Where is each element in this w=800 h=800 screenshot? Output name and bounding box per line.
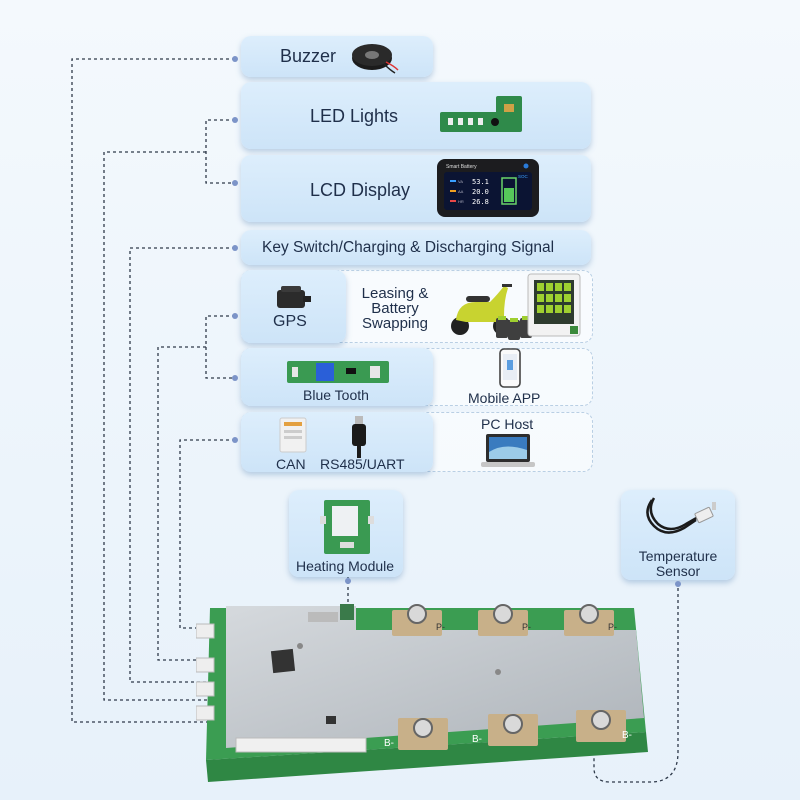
screw-hole — [297, 643, 303, 649]
led-lights-label: LED Lights — [310, 106, 399, 126]
gps-module-icon — [277, 286, 311, 308]
terminal-p-label: P- — [608, 622, 617, 632]
heating-port — [340, 604, 354, 620]
pc-host-label: PC Host — [481, 416, 534, 432]
heating-board-icon — [320, 500, 374, 554]
lcd-side-tag: SOC — [518, 174, 529, 179]
can-connector-icon — [279, 417, 307, 453]
mobile-phone-icon — [499, 348, 521, 388]
lcd-value-2: 26.8 — [472, 198, 489, 206]
temperature-sensor-label: Temperature Sensor — [630, 549, 726, 579]
junction-dot — [345, 578, 351, 584]
bluetooth-board-icon — [287, 361, 389, 383]
wire-temperature — [593, 582, 679, 783]
junction-dot — [232, 245, 238, 251]
screw-hole — [495, 669, 501, 675]
temperature-sensor-icon — [646, 497, 716, 534]
lcd-value-1: 20.0 — [472, 188, 489, 196]
p-terminals: P- P- P- — [392, 604, 617, 636]
wire-gps-bt-bracket — [205, 315, 235, 379]
wire-led-lcd-bracket — [205, 119, 235, 184]
wire-comm — [157, 346, 210, 661]
leasing-line-1: Leasing & — [361, 285, 429, 302]
leasing-line-2: Battery — [371, 300, 419, 317]
rs485-label: RS485/UART — [320, 456, 405, 472]
heatsink-plate — [226, 606, 644, 748]
junction-dot — [232, 375, 238, 381]
port-block — [308, 612, 338, 622]
junction-dot — [232, 117, 238, 123]
wire-can — [179, 439, 235, 629]
wire-key-switch — [129, 247, 235, 683]
temp-line-2: Sensor — [655, 563, 701, 579]
mobile-app-label: Mobile APP — [468, 390, 541, 406]
temp-line-1: Temperature — [638, 548, 718, 564]
junction-dot — [232, 56, 238, 62]
junction-dot — [232, 437, 238, 443]
lcd-key-1: AA — [458, 189, 464, 194]
b-terminals: B- B- B- — [384, 710, 632, 750]
terminal-b-label: B- — [384, 738, 394, 749]
leasing-label: Leasing & Battery Swapping — [352, 286, 438, 331]
key-switch-label: Key Switch/Charging & Discharging Signal — [262, 239, 555, 256]
can-rs485-panel — [241, 412, 433, 472]
buzzer-panel — [241, 36, 433, 77]
gps-label: GPS — [273, 313, 307, 330]
side-connector — [196, 705, 215, 721]
leasing-line-3: Swapping — [362, 315, 428, 332]
led-board-icon — [440, 96, 522, 132]
terminal-p-label: P- — [522, 622, 531, 632]
buzzer-label: Buzzer — [280, 46, 337, 66]
usb-cable-icon — [352, 416, 366, 458]
can-label: CAN — [276, 456, 306, 472]
lcd-value-0: 53.1 — [472, 178, 489, 186]
swap-cabinet-icon — [527, 273, 581, 337]
junction-dot — [675, 581, 681, 587]
lcd-display-label: LCD Display — [310, 180, 411, 200]
terminal-p-label: P- — [436, 622, 445, 632]
lcd-screen-icon: Smart Battery VA 53.1 AA 20.0 HR 26.8 SO… — [437, 159, 539, 217]
lcd-key-2: HR — [458, 199, 464, 204]
chip-icon — [326, 716, 336, 724]
heating-module-label: Heating Module — [296, 558, 395, 574]
key-switch-panel — [241, 230, 591, 265]
lcd-brand-text: Smart Battery — [446, 164, 477, 170]
terminal-b-label: B- — [472, 734, 482, 745]
led-lights-panel — [241, 82, 591, 149]
bluetooth-label: Blue Tooth — [303, 387, 369, 403]
buzzer-icon — [352, 44, 399, 74]
side-connector — [196, 657, 215, 673]
wire-buzzer — [71, 58, 235, 723]
lcd-key-0: VA — [458, 179, 463, 184]
laptop-icon — [481, 434, 535, 467]
terminal-b-label: B- — [622, 730, 632, 741]
side-connector — [196, 681, 215, 697]
junction-dot — [232, 313, 238, 319]
junction-dot — [232, 180, 238, 186]
side-connector — [196, 623, 215, 639]
chip-icon — [270, 648, 296, 674]
bottom-connector — [235, 737, 367, 753]
wire-display — [103, 151, 210, 701]
bms-board: P- P- P- B- B- B- — [196, 604, 648, 782]
